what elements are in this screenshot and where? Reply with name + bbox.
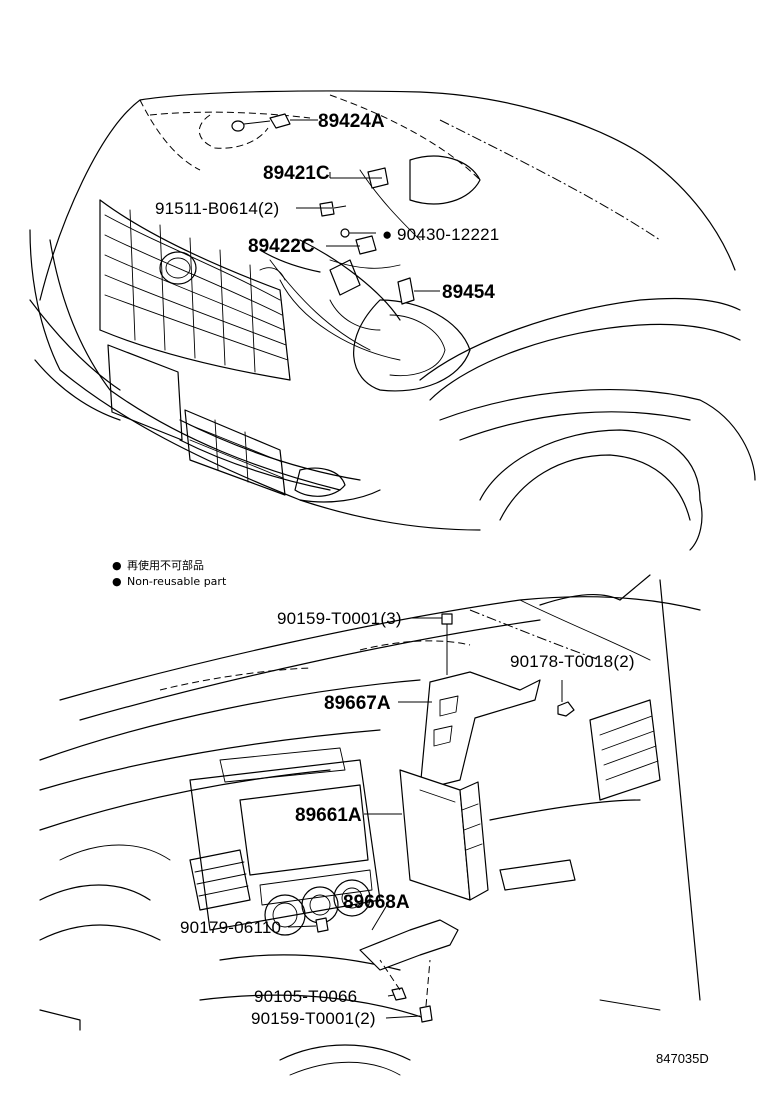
- callout-89421c: 89421C: [263, 163, 330, 184]
- upper-labels: 89424A 89421C 91511-B0614(2) ● 90430-122…: [155, 111, 499, 303]
- callout-90178-t0018-2: 90178-T0018(2): [510, 652, 635, 671]
- lower-leaders: [287, 617, 563, 1019]
- nut-part-90178: [557, 701, 575, 717]
- callout-90105-t0066: 90105-T0066: [254, 987, 357, 1006]
- note-text-en: Non-reusable part: [127, 575, 227, 588]
- sensor-part-89424a: [269, 113, 291, 129]
- bracket-part-89667a: [419, 671, 541, 791]
- callout-91511-b0614: 91511-B0614(2): [155, 199, 279, 218]
- dashboard-illustration: [39, 574, 701, 1076]
- lower-parts: [315, 613, 575, 1023]
- callout-90159-t0001-2: 90159-T0001(2): [251, 1009, 376, 1028]
- figure-number: 847035D: [656, 1051, 709, 1066]
- callout-89668a: 89668A: [343, 892, 410, 913]
- legend-notes: ● 再使用不可部品 ● Non-reusable part: [112, 558, 227, 588]
- ecu-part-89661a: [399, 769, 471, 901]
- gasket-part-90430: [340, 228, 350, 238]
- callout-89661a: 89661A: [295, 805, 362, 826]
- note-marker-ja: ●: [112, 559, 122, 572]
- nonreusable-marker: ●: [382, 225, 392, 244]
- callout-90159-t0001-3: 90159-T0001(3): [277, 609, 402, 628]
- sensor-part-89454: [397, 277, 415, 305]
- sensor-part-89422c: [355, 235, 377, 255]
- bolt-part-90105: [391, 987, 407, 1001]
- upper-parts: [231, 113, 415, 305]
- ecu-side: [459, 781, 489, 901]
- callout-89667a: 89667A: [324, 693, 391, 714]
- note-text-ja: 再使用不可部品: [127, 558, 204, 572]
- bolt-part-91511: [319, 201, 335, 217]
- engine-bay-illustration: [29, 90, 756, 551]
- nut-part-90179: [315, 917, 329, 933]
- callout-90430-12221: 90430-12221: [397, 225, 499, 244]
- note-marker-en: ●: [112, 575, 122, 588]
- screw-part-90159-top: [441, 613, 453, 625]
- callout-90179-06110: 90179-06110: [180, 918, 281, 937]
- lower-labels: 90159-T0001(3) 90178-T0018(2) 89667A 896…: [180, 609, 635, 1028]
- callout-89424a: 89424A: [318, 111, 385, 132]
- bracket-part-89668a: [359, 919, 459, 971]
- grommet-part-89424a: [231, 120, 245, 132]
- screw-part-90159-bottom: [419, 1005, 433, 1023]
- callout-89454: 89454: [442, 282, 495, 303]
- upper-leaders: [290, 119, 440, 292]
- callout-89422c: 89422C: [248, 236, 315, 257]
